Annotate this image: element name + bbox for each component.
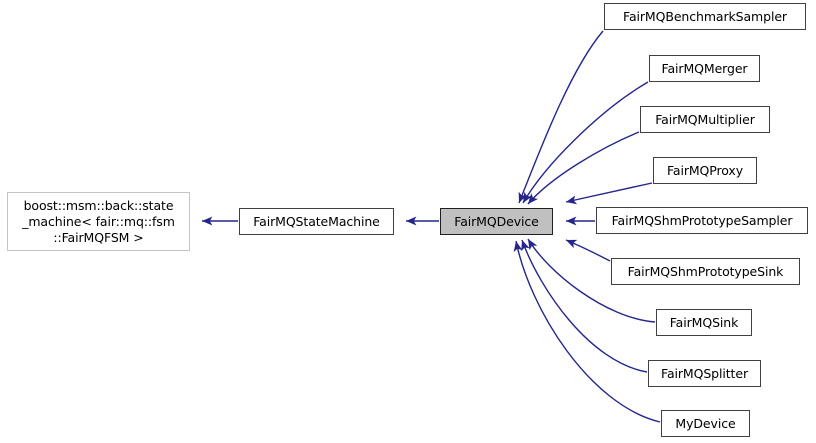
- edge-shmprototypesink-to-device: [565, 239, 611, 262]
- node-fairmqshmprototypesampler[interactable]: FairMQShmPrototypeSampler: [596, 207, 808, 234]
- node-boost-state-machine[interactable]: boost::msm::back::state _machine< fair::…: [7, 192, 190, 251]
- node-label: FairMQDevice: [454, 213, 539, 229]
- node-fairmqmultiplier[interactable]: FairMQMultiplier: [640, 106, 770, 133]
- node-label: FairMQStateMachine: [253, 213, 380, 229]
- node-fairmqsink[interactable]: FairMQSink: [656, 309, 752, 336]
- node-label: FairMQSink: [669, 314, 739, 330]
- node-fairmqshmprototypesink[interactable]: FairMQShmPrototypeSink: [611, 258, 800, 285]
- node-label: FairMQMultiplier: [655, 111, 755, 127]
- node-label: FairMQSplitter: [661, 365, 748, 381]
- node-label: boost::msm::back::state _machine< fair::…: [22, 197, 175, 245]
- node-fairmqdevice[interactable]: FairMQDevice: [440, 208, 553, 235]
- edge-merger-to-device: [522, 81, 649, 204]
- node-fairmqproxy[interactable]: FairMQProxy: [653, 157, 757, 184]
- edge-multiplier-to-device: [527, 131, 640, 205]
- node-label: FairMQProxy: [666, 162, 744, 178]
- node-label: FairMQMerger: [661, 60, 748, 76]
- edge-benchmarksampler-to-device: [518, 30, 604, 204]
- node-fairmqbenchmarksampler[interactable]: FairMQBenchmarkSampler: [604, 3, 806, 30]
- node-mydevice[interactable]: MyDevice: [661, 410, 750, 437]
- node-fairmqmerger[interactable]: FairMQMerger: [649, 55, 760, 82]
- node-fairmqsplitter[interactable]: FairMQSplitter: [648, 360, 761, 387]
- node-label: MyDevice: [675, 415, 736, 431]
- edge-proxy-to-device: [565, 182, 653, 205]
- node-label: FairMQShmPrototypeSink: [627, 263, 784, 279]
- node-fairmqstatemachine[interactable]: FairMQStateMachine: [239, 208, 394, 235]
- node-label: FairMQShmPrototypeSampler: [611, 212, 793, 228]
- node-label: FairMQBenchmarkSampler: [623, 8, 787, 24]
